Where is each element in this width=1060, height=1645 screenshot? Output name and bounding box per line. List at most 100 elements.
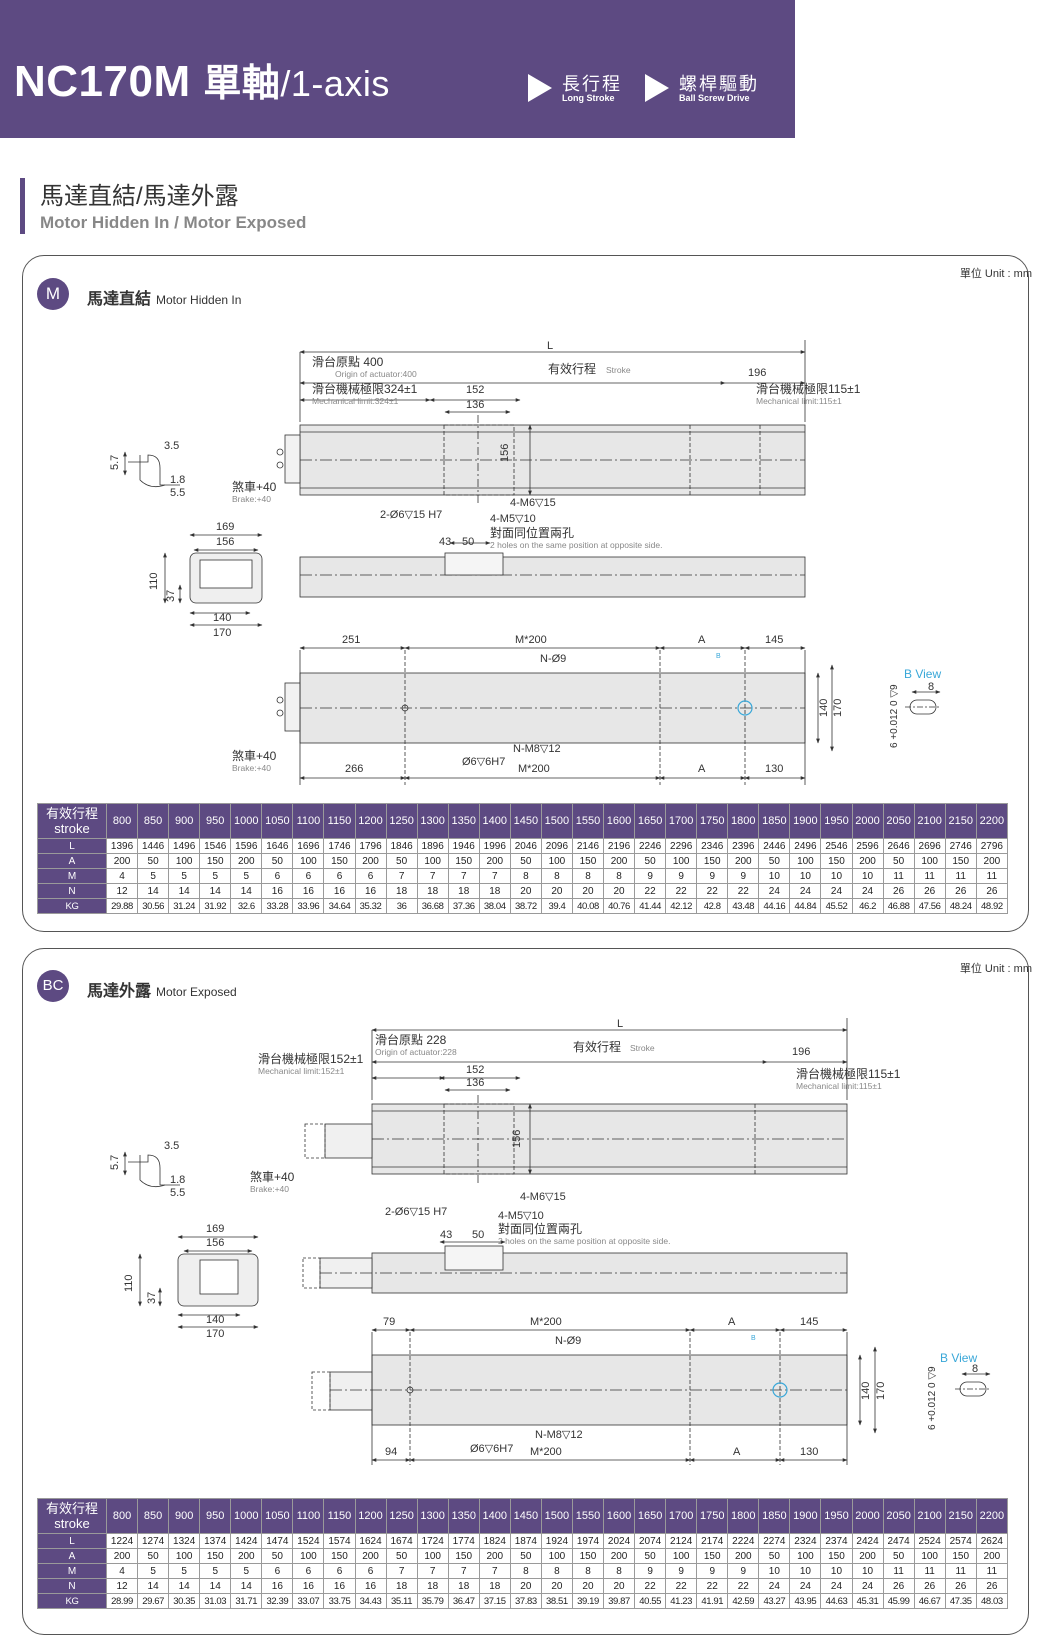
table-cell: 47.35 xyxy=(944,1593,977,1609)
table-cell: 26 xyxy=(975,883,1009,899)
stroke-column-header: 1400 xyxy=(478,1498,511,1534)
table-cell: 39.87 xyxy=(602,1593,636,1609)
table-cell: 1674 xyxy=(385,1533,418,1549)
svg-text:滑台原點 400: 滑台原點 400 xyxy=(312,354,384,369)
table-cell: 50 xyxy=(137,1548,170,1564)
svg-text:M*200: M*200 xyxy=(518,763,550,775)
stroke-column-header: 1150 xyxy=(323,1498,356,1534)
svg-text:156: 156 xyxy=(216,536,234,548)
table-cell: 37.36 xyxy=(447,898,480,914)
table-cell: 1924 xyxy=(540,1533,573,1549)
table-cell: 5 xyxy=(230,868,263,884)
table-cell: 200 xyxy=(602,1548,636,1564)
table-cell: 48.24 xyxy=(944,898,977,914)
table-cell: 100 xyxy=(540,853,573,869)
svg-text:Brake:+40: Brake:+40 xyxy=(232,494,271,504)
table-cell: 22 xyxy=(696,883,729,899)
table-cell: 100 xyxy=(168,853,201,869)
table-cell: 9 xyxy=(696,868,729,884)
stroke-column-header: 950 xyxy=(199,1498,232,1534)
play-arrow-icon xyxy=(528,74,552,102)
table-cell: 24 xyxy=(789,1578,822,1594)
panel-title-cn: 馬達外露 xyxy=(87,983,152,1000)
svg-text:145: 145 xyxy=(765,634,783,646)
table-cell: 48.92 xyxy=(975,898,1009,914)
svg-text:170: 170 xyxy=(875,1382,887,1400)
stroke-column-header: 1700 xyxy=(665,803,698,839)
stroke-column-header: 1650 xyxy=(634,1498,667,1534)
svg-text:A: A xyxy=(733,1446,741,1458)
table-cell: 10 xyxy=(820,868,853,884)
table-cell: 45.99 xyxy=(882,1593,915,1609)
table-cell: 5 xyxy=(137,1563,170,1579)
stroke-column-header: 950 xyxy=(199,803,232,839)
svg-text:B: B xyxy=(751,1335,756,1342)
table-cell: 24 xyxy=(758,1578,791,1594)
table-cell: 100 xyxy=(789,1548,822,1564)
table-cell: 22 xyxy=(696,1578,729,1594)
svg-text:有效行程: 有效行程 xyxy=(548,361,596,376)
svg-text:對面同位置兩孔: 對面同位置兩孔 xyxy=(498,1221,582,1236)
svg-text:有效行程: 有效行程 xyxy=(573,1039,621,1054)
table-cell: 14 xyxy=(199,1578,232,1594)
table-cell: 7 xyxy=(385,1563,418,1579)
svg-text:110: 110 xyxy=(123,1274,135,1292)
svg-text:170: 170 xyxy=(832,699,844,717)
svg-text:B View: B View xyxy=(940,1351,977,1365)
table-cell: 43.95 xyxy=(789,1593,822,1609)
table-cell: 18 xyxy=(447,1578,480,1594)
table-cell: 1796 xyxy=(354,838,387,854)
table-cell: 11 xyxy=(944,1563,977,1579)
svg-text:B View: B View xyxy=(904,667,941,681)
table-cell: 8 xyxy=(509,1563,542,1579)
table-cell: 1824 xyxy=(478,1533,511,1549)
table-cell: 100 xyxy=(789,853,822,869)
svg-text:L: L xyxy=(617,1018,623,1030)
row-label: L xyxy=(37,1533,107,1549)
table-cell: 200 xyxy=(354,1548,387,1564)
table-cell: 38.72 xyxy=(509,898,542,914)
table-cell: 150 xyxy=(820,1548,853,1564)
drawing-motor-exposed xyxy=(123,1018,991,1465)
table-cell: 200 xyxy=(354,853,387,869)
table-cell: 100 xyxy=(665,853,698,869)
row-label: N xyxy=(37,1578,107,1594)
table-cell: 14 xyxy=(230,1578,263,1594)
stroke-column-header: 1600 xyxy=(602,803,636,839)
stroke-column-header: 1600 xyxy=(602,1498,636,1534)
table-cell: 200 xyxy=(975,1548,1009,1564)
table-cell: 33.75 xyxy=(323,1593,356,1609)
table-cell: 33.96 xyxy=(292,898,325,914)
svg-text:N-Ø9: N-Ø9 xyxy=(555,1335,581,1347)
table-cell: 7 xyxy=(447,1563,480,1579)
table-cell: 1974 xyxy=(571,1533,605,1549)
svg-text:4-M6▽15: 4-M6▽15 xyxy=(520,1191,566,1203)
svg-text:2 holes on the same position a: 2 holes on the same position at opposite… xyxy=(490,540,662,550)
stroke-column-header: 2100 xyxy=(913,803,946,839)
table-cell: 18 xyxy=(416,883,449,899)
svg-text:8: 8 xyxy=(928,681,934,693)
table-cell: 45.31 xyxy=(851,1593,884,1609)
table-cell: 6 xyxy=(261,868,294,884)
table-cell: 39.19 xyxy=(571,1593,605,1609)
stroke-column-header: 1900 xyxy=(789,803,822,839)
svg-text:94: 94 xyxy=(385,1446,397,1458)
table-cell: 48.03 xyxy=(975,1593,1009,1609)
table-cell: 14 xyxy=(199,883,232,899)
table-cell: 5 xyxy=(168,868,201,884)
svg-text:156: 156 xyxy=(511,1130,523,1148)
table-cell: 35.11 xyxy=(385,1593,418,1609)
svg-text:43: 43 xyxy=(439,536,451,548)
table-cell: 12 xyxy=(105,883,139,899)
table-cell: 16 xyxy=(292,883,325,899)
table-cell: 10 xyxy=(789,868,822,884)
svg-text:M*200: M*200 xyxy=(530,1316,562,1328)
table-cell: 14 xyxy=(137,883,170,899)
table-cell: 2474 xyxy=(882,1533,915,1549)
table-cell: 11 xyxy=(913,1563,946,1579)
svg-text:140: 140 xyxy=(206,1314,224,1326)
stroke-column-header: 1750 xyxy=(696,803,729,839)
stroke-column-header: 1950 xyxy=(820,803,853,839)
